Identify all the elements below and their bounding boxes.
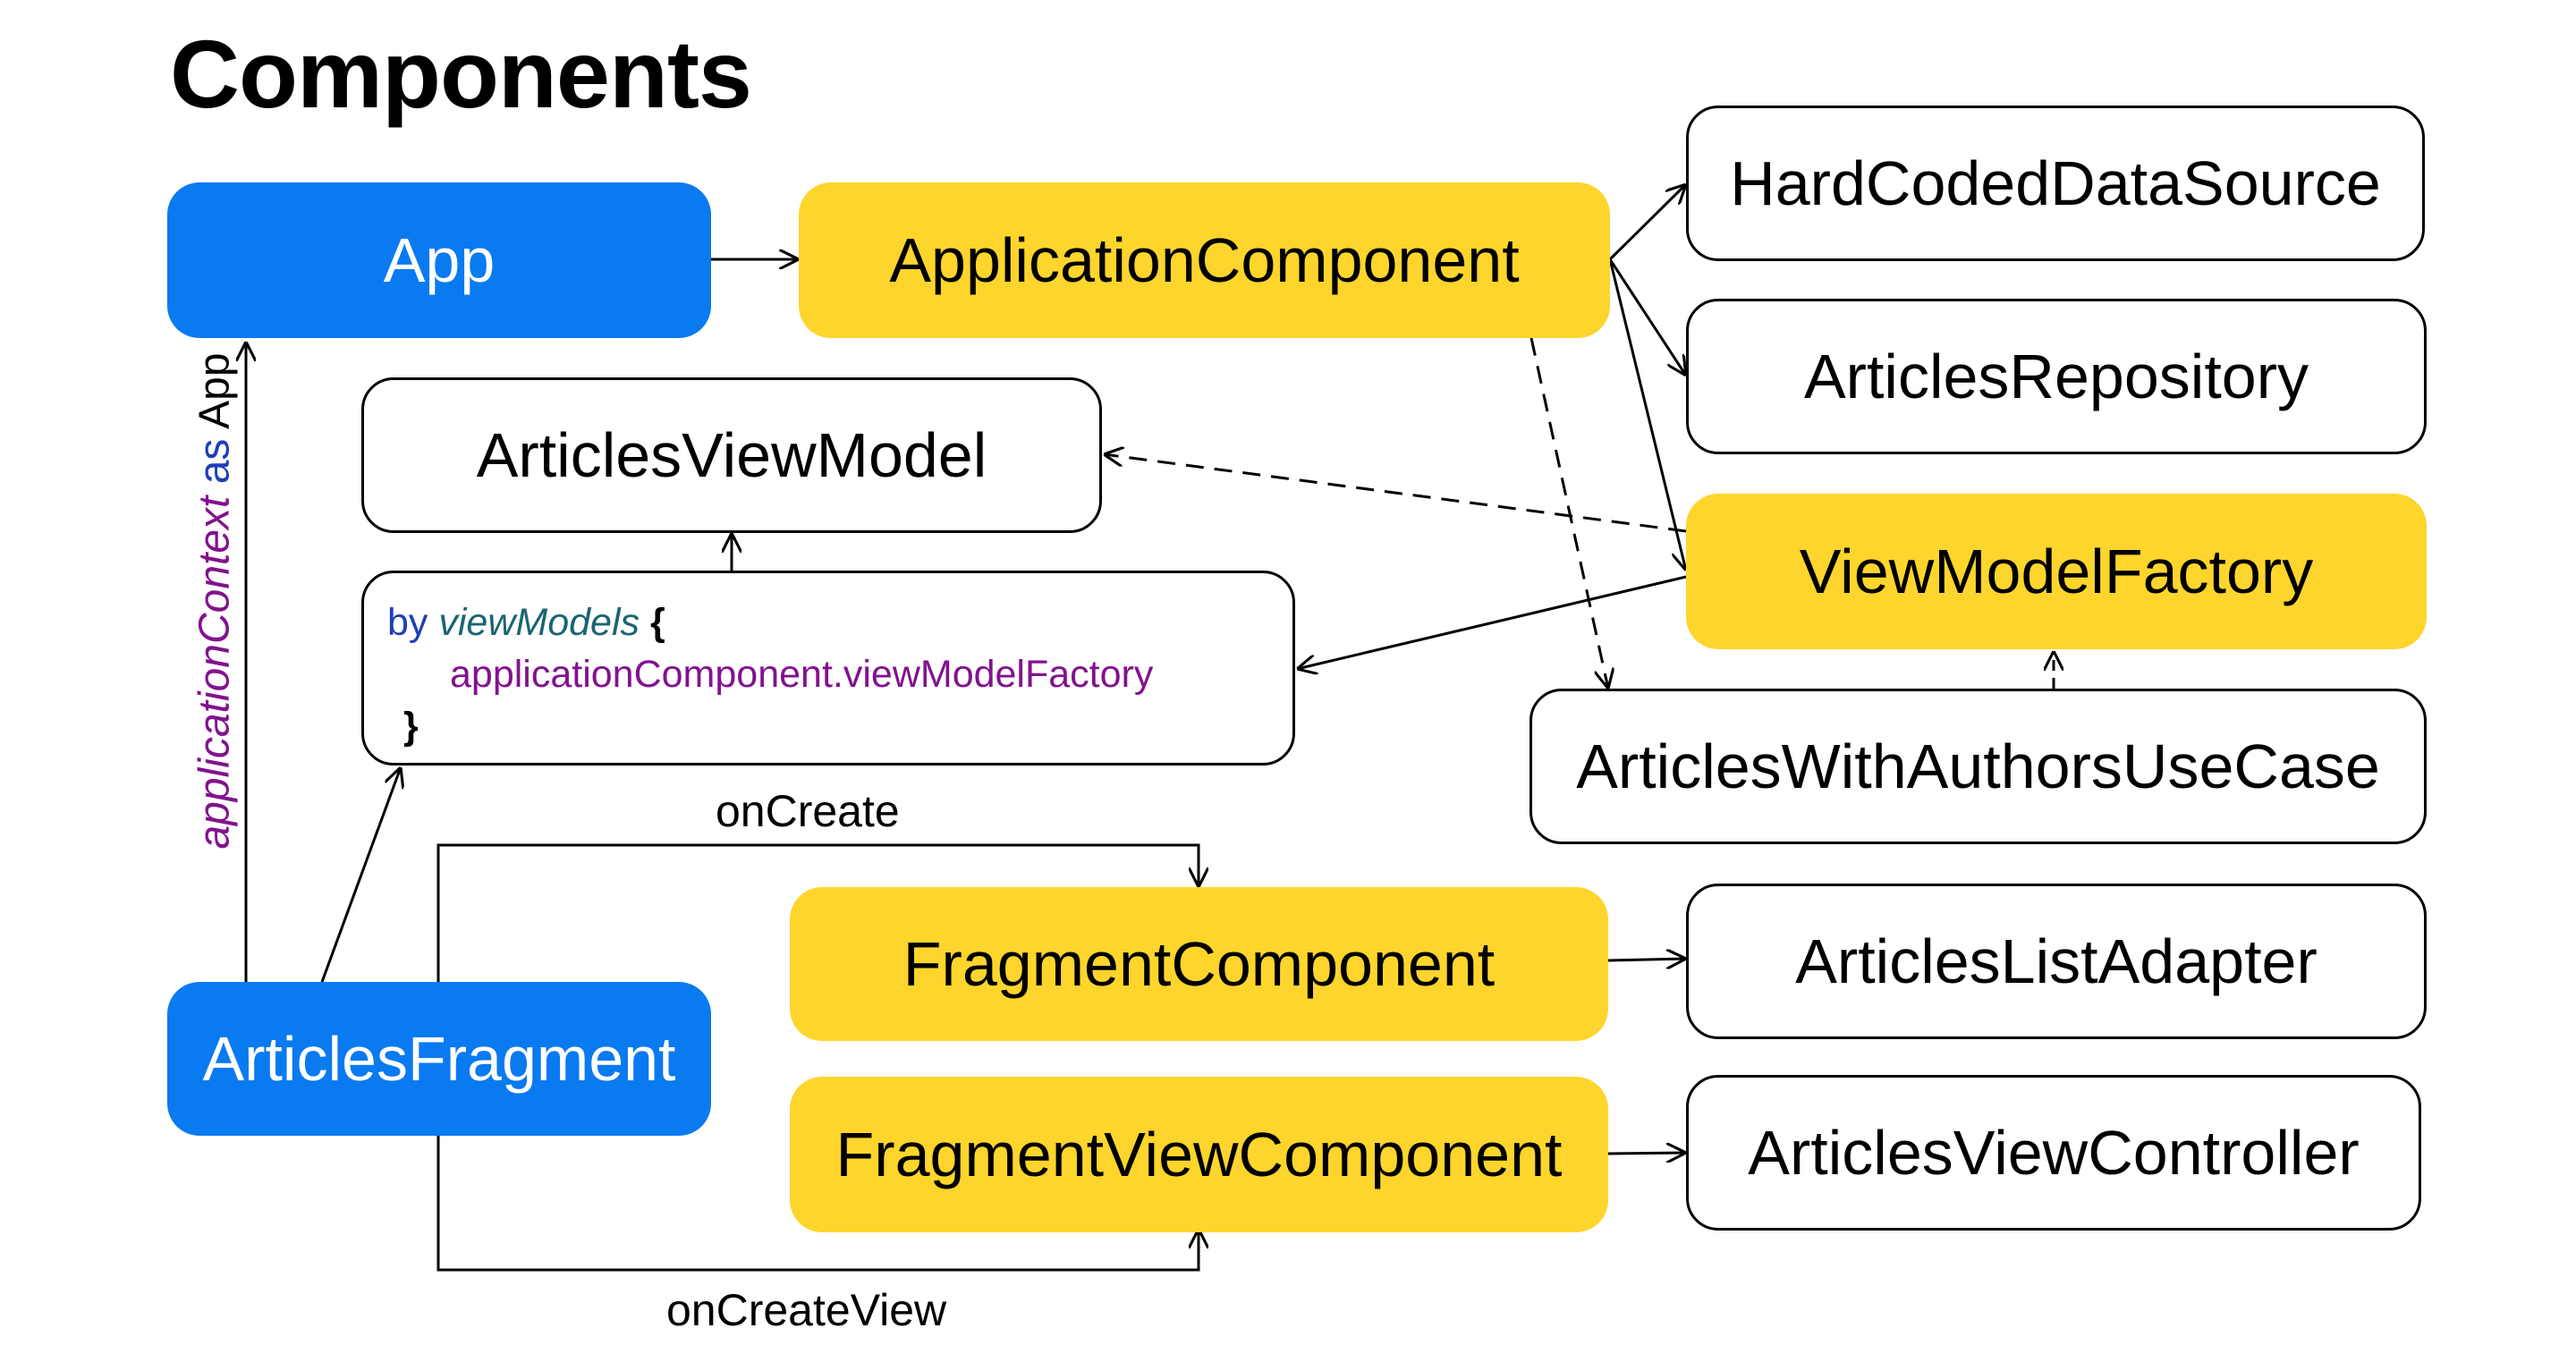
node-application-component: ApplicationComponent — [799, 182, 1610, 338]
label-application-context-as-app: applicationContext as App — [191, 352, 240, 849]
code-function-name: viewModels — [438, 601, 640, 644]
code-keyword-by: by — [387, 601, 428, 644]
node-articles-view-model: ArticlesViewModel — [361, 377, 1102, 533]
edge-fragment-oncreateview — [436, 1136, 1199, 1272]
edge-factory-to-codebox — [1297, 575, 1687, 669]
node-hard-coded-data-source: HardCodedDataSource — [1686, 106, 2425, 261]
code-close-brace: } — [403, 705, 419, 748]
node-articles-view-controller: ArticlesViewController — [1686, 1075, 2421, 1231]
node-articles-list-adapter: ArticlesListAdapter — [1686, 884, 2427, 1039]
code-line-body: applicationComponent.viewModelFactory — [450, 653, 1154, 696]
label-cast-as: as — [191, 438, 239, 485]
edge-appcomp-to-usecase — [1530, 337, 1608, 689]
code-open-brace: { — [649, 601, 665, 644]
edge-fragcomp-to-adapter — [1607, 959, 1686, 960]
edge-fragment-oncreate — [436, 843, 1199, 982]
edge-fragment-to-codebox — [320, 767, 401, 983]
node-view-model-factory: ViewModelFactory — [1686, 494, 2427, 649]
edge-fragviewcomp-to-controller — [1607, 1153, 1686, 1154]
code-line-1: by viewModels { — [387, 596, 1292, 648]
node-app: App — [167, 182, 711, 338]
edge-appcomp-to-repository — [1608, 258, 1686, 376]
node-fragment-component: FragmentComponent — [790, 887, 1608, 1041]
page-title: Components — [170, 20, 752, 128]
edge-appcomp-to-viewmodelfactory — [1608, 258, 1686, 571]
label-cast-type: App — [191, 352, 239, 429]
code-box-by-view-models: by viewModels { applicationComponent.vie… — [361, 571, 1295, 766]
label-cast-context: applicationContext — [191, 495, 239, 850]
node-articles-repository: ArticlesRepository — [1686, 299, 2427, 454]
edge-appcomp-to-hardcoded — [1608, 184, 1686, 261]
node-fragment-view-component: FragmentViewComponent — [790, 1077, 1608, 1232]
node-articles-with-authors-use-case: ArticlesWithAuthorsUseCase — [1530, 689, 2427, 844]
edge-factory-to-viewmodel — [1104, 454, 1687, 533]
node-articles-fragment: ArticlesFragment — [167, 982, 711, 1136]
label-on-create: onCreate — [716, 786, 900, 836]
label-on-create-view: onCreateView — [666, 1285, 947, 1335]
